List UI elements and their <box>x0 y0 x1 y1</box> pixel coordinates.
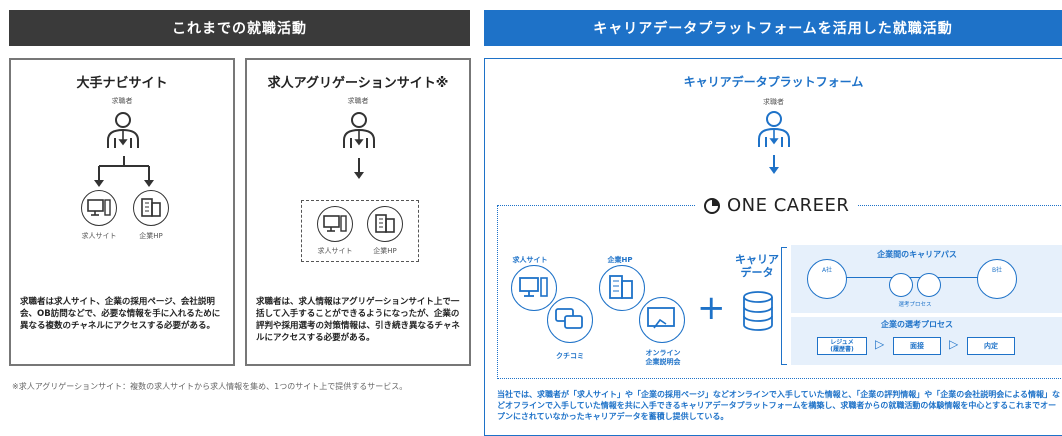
step-arrow-2: ▷ <box>949 337 959 351</box>
computer-icon <box>81 190 117 226</box>
person-label: 求職者 <box>763 98 784 106</box>
down-arrow-icon <box>766 155 782 175</box>
company-a-icon <box>807 259 847 299</box>
item-label-jobsite: 求人サイト <box>81 232 117 240</box>
source-label-jobsite: 求人サイト <box>512 256 548 264</box>
panel-title: 大手ナビサイト <box>76 76 168 91</box>
plus-sign: + <box>697 288 726 328</box>
item-label-companyhp: 企業HP <box>373 247 397 255</box>
job-seeker-icon <box>340 110 378 150</box>
process-icon-1 <box>889 273 913 297</box>
job-seeker-icon <box>755 109 793 149</box>
bottom-description: 当社では、求職者が「求人サイト」や「企業の採用ページ」などオンラインで入手してい… <box>497 390 1061 421</box>
panel-aggregation-site: 求人アグリゲーションサイト※ 求職者 求人サイト 企業HP 求職者は、求人情報は… <box>245 58 471 366</box>
chat-icon <box>547 297 593 343</box>
platform-title: キャリアデータプラットフォーム <box>683 75 864 89</box>
building-icon <box>367 206 403 242</box>
selection-title: 企業の選考プロセス <box>881 320 953 329</box>
brand-logo: ONE CAREER <box>695 195 858 216</box>
company-a-label: A社 <box>821 267 833 274</box>
career-path-title: 企業間のキャリアパス <box>877 250 957 259</box>
career-data-label: キャリア データ <box>735 253 779 279</box>
process-icon-2 <box>917 273 941 297</box>
step-arrow-1: ▷ <box>875 337 885 351</box>
branch-arrows-icon <box>91 156 157 188</box>
brand-name: ONE CAREER <box>727 195 850 216</box>
computer-icon <box>317 206 353 242</box>
step-interview: 面接 <box>893 337 941 355</box>
panel-description: 求職者は、求人情報はアグリゲーションサイト上で一括して入手することができるように… <box>256 297 460 343</box>
source-label-reviews: クチコミ <box>556 352 584 360</box>
person-label: 求職者 <box>347 97 369 105</box>
panel-navi-site: 大手ナビサイト 求職者 求人サイト 企業HP 求職者は求人サイト、企業の採用ペー… <box>9 58 235 366</box>
down-arrow-icon <box>351 158 367 180</box>
source-label-companyhp: 企業HP <box>607 256 633 264</box>
selection-process-small: 選考プロセス <box>898 302 932 308</box>
aggregation-box <box>301 200 419 262</box>
database-icon <box>741 291 775 331</box>
step-resume: レジュメ (履歴書) <box>817 337 867 355</box>
brand-logo-icon <box>704 197 720 214</box>
left-header: これまでの就職活動 <box>9 10 470 46</box>
source-label-online: オンライン 企業説明会 <box>645 349 681 366</box>
panel-career-data-platform: キャリアデータプラットフォーム 求職者 ONE CAREER 求人サイト 企業H… <box>484 58 1062 436</box>
online-seminar-icon <box>639 297 685 343</box>
person-label: 求職者 <box>111 97 133 105</box>
job-seeker-icon <box>104 110 142 150</box>
building-icon <box>133 190 169 226</box>
building-icon <box>599 265 645 311</box>
footnote: ※求人アグリゲーションサイト：複数の求人サイトから求人情報を集め、1つのサイト上… <box>12 382 408 391</box>
computer-icon <box>511 265 557 311</box>
bracket <box>781 247 787 365</box>
panel-title: 求人アグリゲーションサイト※ <box>267 76 449 91</box>
step-offer: 内定 <box>967 337 1015 355</box>
right-header: キャリアデータプラットフォームを活用した就職活動 <box>484 10 1062 46</box>
item-label-companyhp: 企業HP <box>139 232 163 240</box>
item-label-jobsite: 求人サイト <box>317 247 353 255</box>
company-b-label: B社 <box>991 267 1003 274</box>
panel-description: 求職者は求人サイト、企業の採用ページ、会社説明会、OB訪問などで、必要な情報を手… <box>20 297 221 331</box>
company-b-icon <box>977 259 1017 299</box>
